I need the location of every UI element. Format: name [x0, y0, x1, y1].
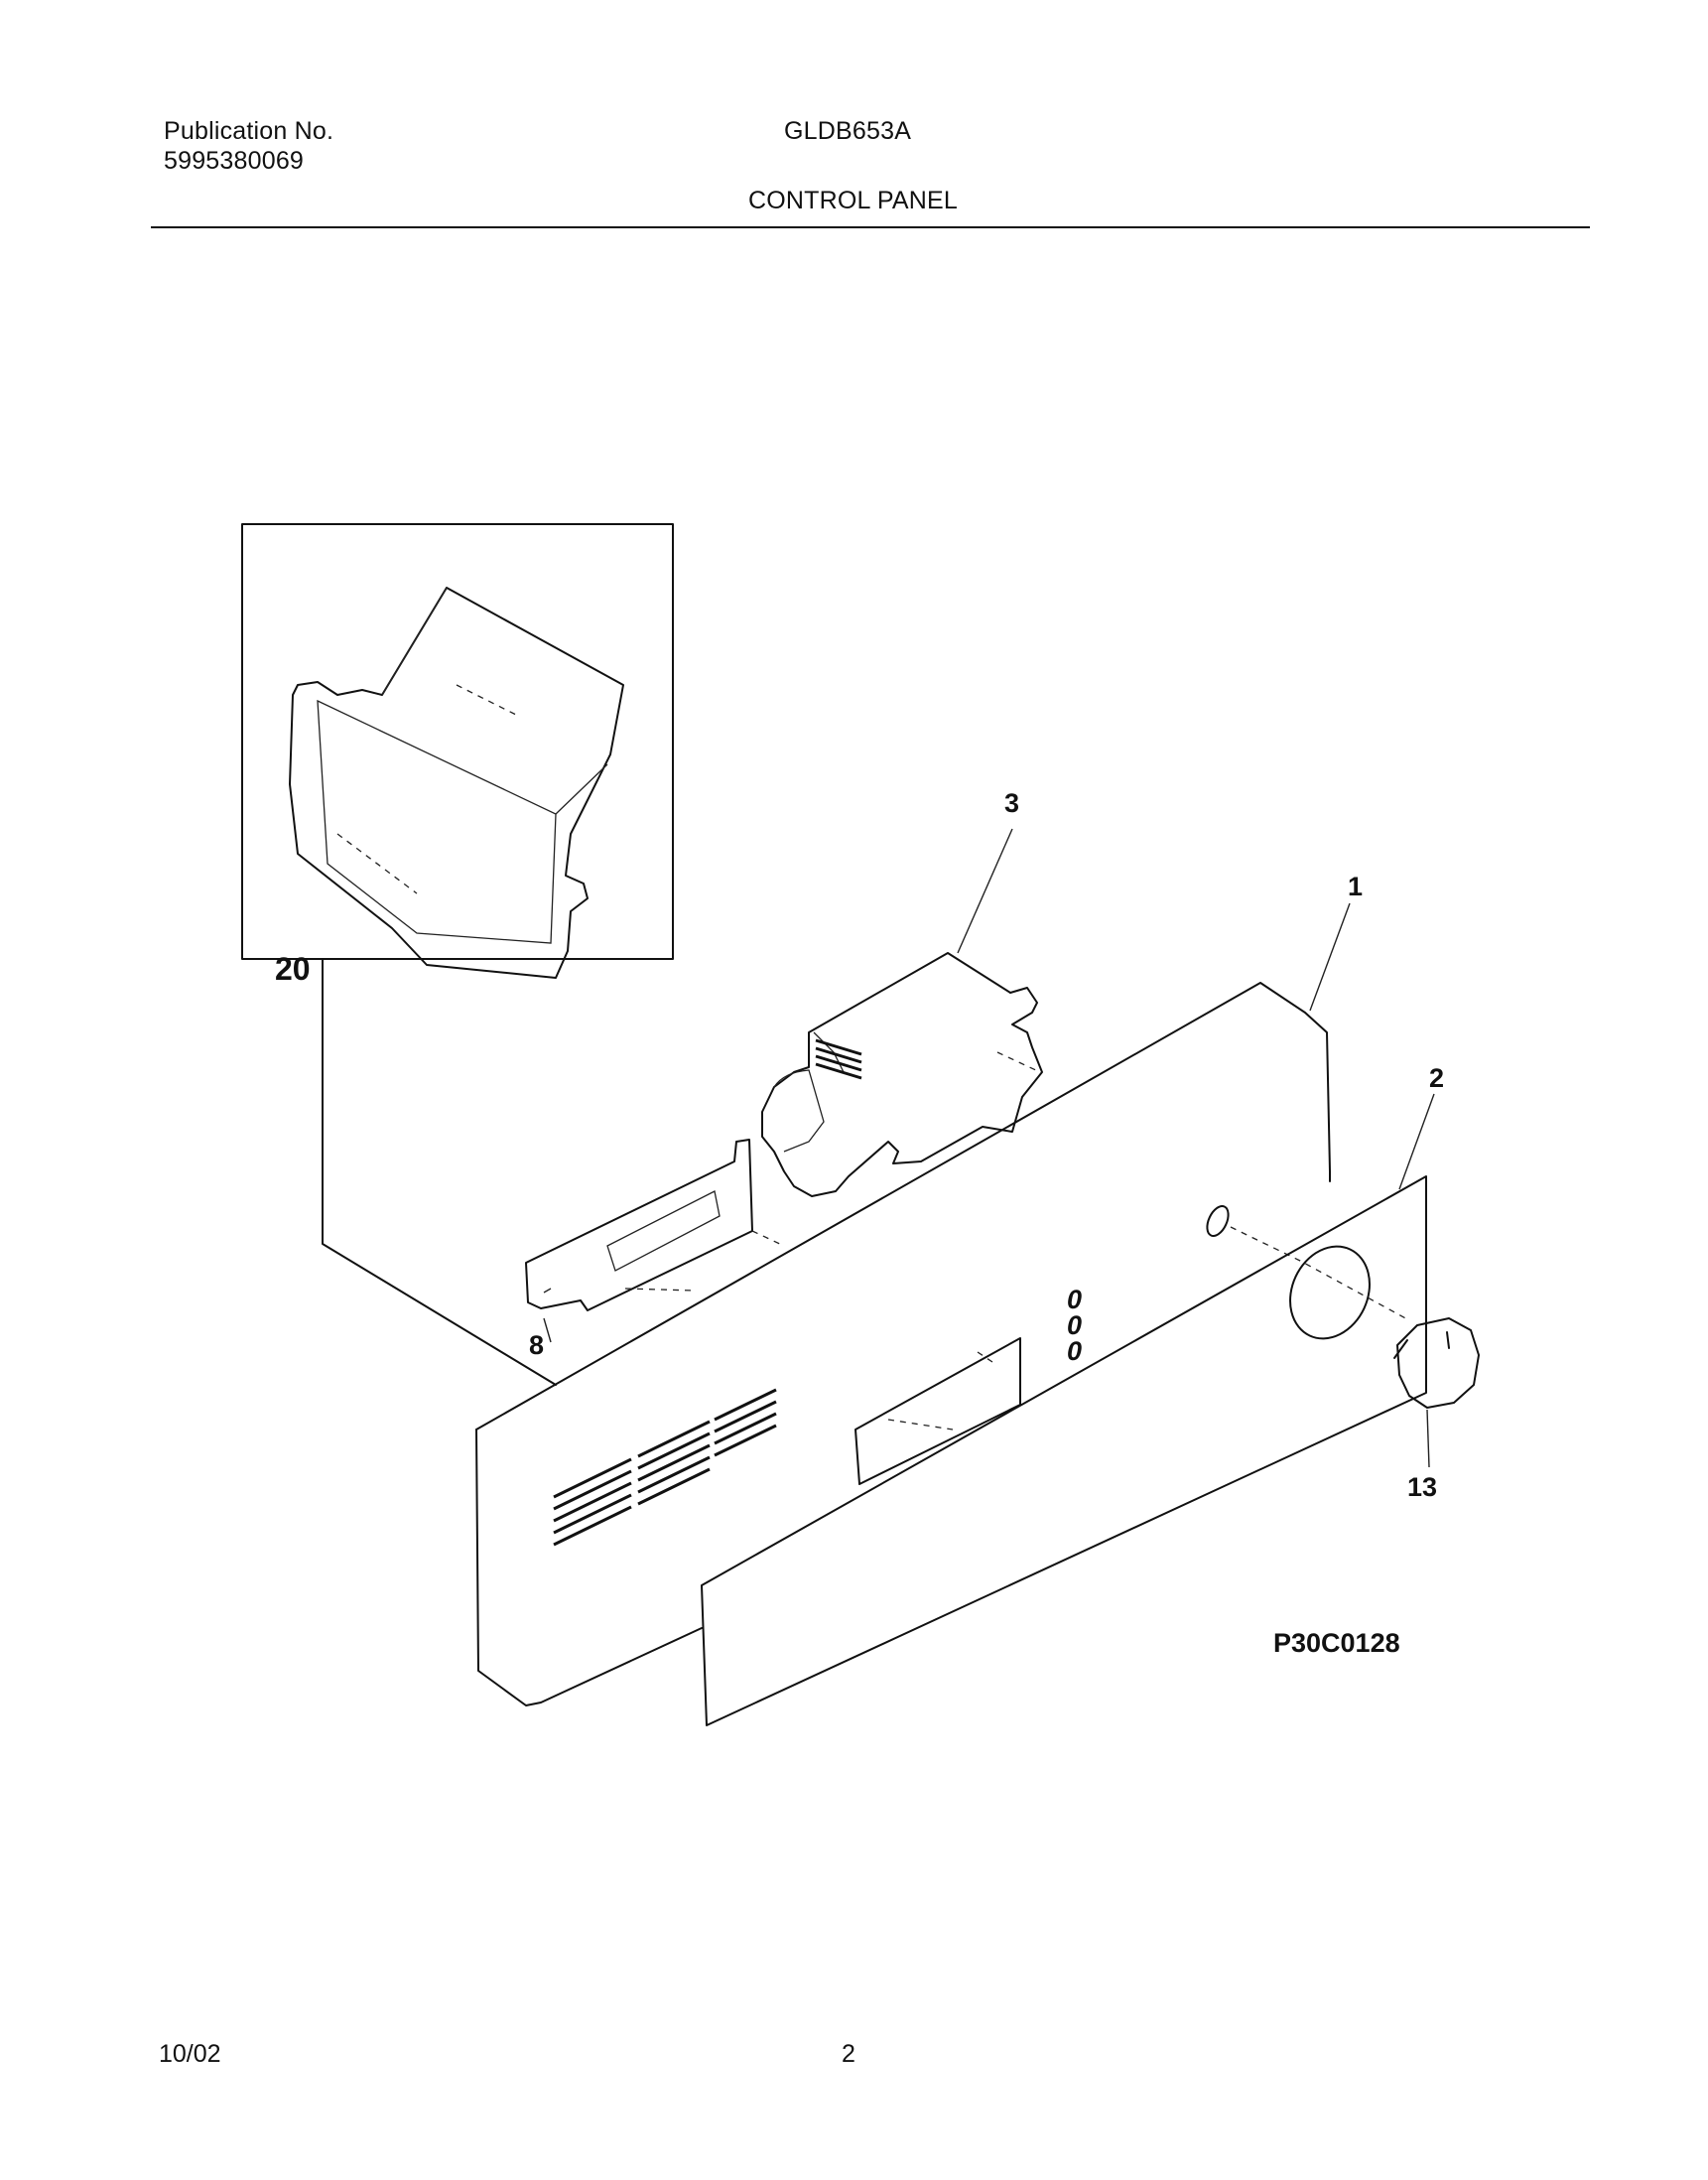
board-connector — [815, 1038, 862, 1080]
knob-shaft — [1393, 1339, 1408, 1359]
inset-frame — [241, 523, 674, 960]
leader-13 — [1426, 1409, 1430, 1468]
header-rule — [151, 226, 1590, 228]
part-3-control-board: 3 — [761, 788, 1043, 1197]
led-2: 0 — [1067, 1310, 1082, 1340]
part-8-bracket: 8 — [525, 1139, 785, 1360]
part-13-knob: 13 — [1393, 1317, 1480, 1502]
inset-box-part-20: 20 — [241, 523, 674, 987]
callout-1: 1 — [1348, 872, 1363, 901]
knob-axis-line — [1230, 1226, 1410, 1321]
panel-top-edge — [475, 982, 1331, 1431]
inset-connector-line — [322, 958, 557, 1386]
leader-2 — [1398, 1093, 1435, 1190]
section-title: CONTROL PANEL — [748, 187, 958, 214]
knob-pointer — [1446, 1331, 1450, 1349]
publication-number: 5995380069 — [164, 147, 305, 175]
footer-date: 10/02 — [159, 2040, 221, 2068]
led-indicators: 0 0 0 — [1067, 1285, 1082, 1366]
panel-knob-hole — [1206, 1205, 1230, 1237]
callout-13: 13 — [1407, 1472, 1437, 1502]
panel-left-edge — [475, 1429, 703, 1706]
led-3: 0 — [1067, 1336, 1082, 1366]
callout-2: 2 — [1429, 1063, 1444, 1093]
leader-3 — [957, 828, 1013, 954]
knob-body — [1396, 1317, 1480, 1409]
publication-label: Publication No. — [164, 117, 334, 145]
leader-1 — [1309, 902, 1351, 1012]
overlay-outline — [701, 1175, 1427, 1726]
dispenser-drawing — [289, 587, 624, 979]
overlay-knob-opening — [1289, 1245, 1371, 1340]
led-1: 0 — [1067, 1285, 1082, 1314]
part-1-control-panel: 0 0 0 1 — [475, 872, 1410, 1706]
callout-8: 8 — [529, 1330, 544, 1360]
leader-8 — [543, 1317, 552, 1343]
board-outline — [761, 952, 1043, 1197]
bracket-outline — [525, 1139, 753, 1311]
display-window — [854, 1337, 1021, 1485]
diagram-code: P30C0128 — [1273, 1628, 1400, 1658]
callout-3: 3 — [1004, 788, 1019, 818]
page-number: 2 — [842, 2040, 855, 2068]
callout-20: 20 — [275, 951, 311, 987]
part-2-overlay: 2 — [701, 1063, 1444, 1726]
model-number: GLDB653A — [784, 117, 912, 145]
panel-vents — [553, 1388, 777, 1547]
